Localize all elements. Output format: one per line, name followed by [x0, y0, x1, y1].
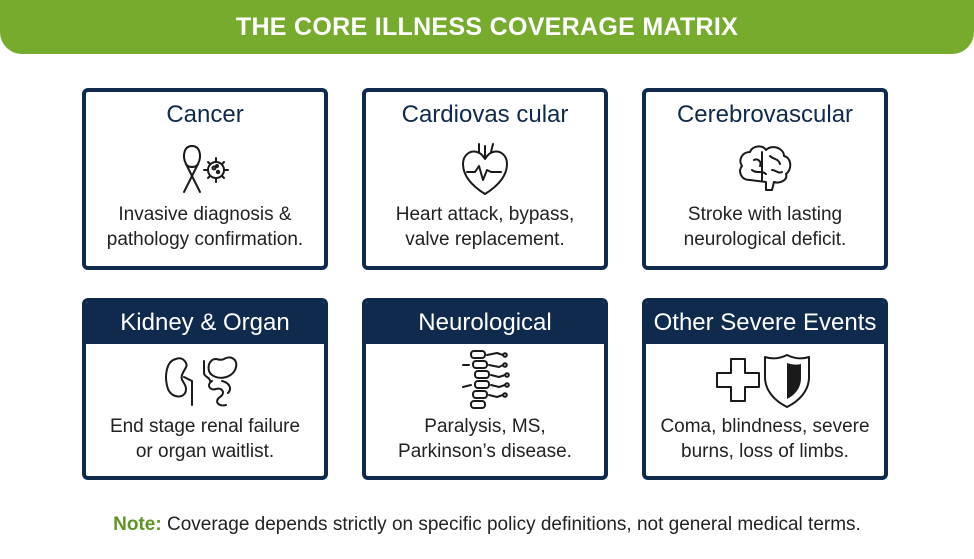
card-description: Heart attack, bypass, valve replacement.	[395, 204, 575, 250]
card-cardiovascular: Cardiovas cular Heart attack, bypass, va…	[362, 88, 608, 270]
title-banner: THE CORE ILLNESS COVERAGE MATRIX	[0, 0, 974, 54]
note-text: Coverage depends strictly on specific po…	[161, 514, 861, 535]
card-description: Stroke with lasting neurological deficit…	[683, 204, 847, 250]
brain-icon	[739, 145, 792, 191]
card-title: Cardiovas cular	[401, 101, 569, 128]
spine-icon	[462, 350, 510, 409]
card-description: Paralysis, MS, Parkinson’s disease.	[398, 416, 572, 462]
card-kidney-organ: Kidney & Organ End stage renal failure o…	[82, 298, 328, 480]
card-title: Cancer	[166, 101, 244, 128]
heart-icon	[462, 143, 508, 195]
card-other-severe-events: Other Severe Events Coma, blindness, sev…	[642, 298, 888, 480]
card-neurological: Neurological Paralysis, MS, Parkinson’s …	[362, 298, 608, 480]
ribbon-cell-icon	[183, 145, 229, 193]
card-cancer: Cancer Invasive diagnosis & pathology co…	[82, 88, 328, 270]
footer-note: Note: Coverage depends strictly on speci…	[0, 514, 974, 536]
card-description: Coma, blindness, severe burns, loss of l…	[660, 416, 870, 462]
kidney-icon	[165, 356, 238, 407]
note-label: Note:	[113, 514, 162, 535]
card-cerebrovascular: Cerebrovascular Stroke with lasting neur…	[642, 88, 888, 270]
cross-shield-icon	[716, 354, 810, 408]
page-title: THE CORE ILLNESS COVERAGE MATRIX	[235, 12, 739, 41]
card-description: End stage renal failure or organ waitlis…	[109, 416, 301, 462]
card-title: Neurological	[366, 302, 604, 344]
card-title: Kidney & Organ	[86, 302, 324, 344]
card-description: Invasive diagnosis & pathology confirmat…	[106, 204, 304, 250]
card-title: Cerebrovascular	[676, 101, 854, 128]
card-title: Other Severe Events	[646, 302, 884, 344]
